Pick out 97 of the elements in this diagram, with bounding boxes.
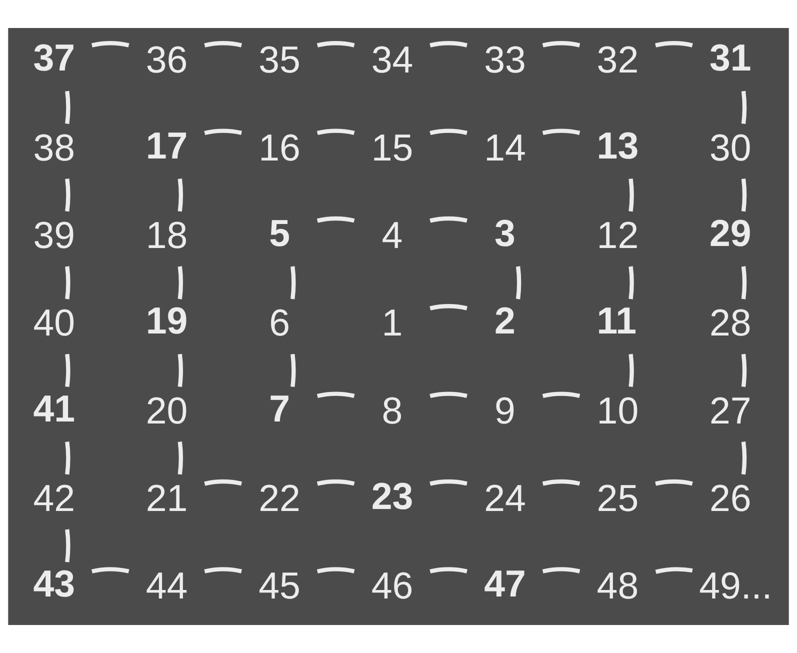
connector — [655, 567, 693, 574]
connector — [430, 216, 468, 223]
node-text: 5 — [269, 212, 290, 254]
connector — [655, 479, 693, 486]
connector — [92, 41, 130, 48]
node-text: 4 — [382, 214, 403, 256]
connector — [204, 41, 242, 48]
connector — [430, 304, 468, 310]
connector — [430, 41, 468, 48]
node-text: 29 — [710, 212, 752, 254]
connector — [741, 178, 747, 212]
connector — [741, 90, 747, 124]
node-text: 31 — [710, 36, 752, 79]
node-text: 20 — [146, 389, 188, 432]
node-text: 38 — [33, 126, 75, 168]
connector — [628, 266, 634, 300]
node-text: 17 — [146, 124, 188, 166]
connector — [178, 266, 183, 300]
node-text: 14 — [484, 126, 526, 168]
connector — [741, 442, 747, 475]
node-text: 12 — [596, 214, 639, 256]
connector — [542, 41, 580, 48]
node-text: 45 — [258, 564, 300, 607]
connector — [430, 567, 468, 574]
connector — [628, 178, 634, 212]
connector — [741, 266, 747, 300]
connector — [92, 567, 130, 574]
node-text: 23 — [371, 474, 414, 517]
node-text: 9 — [494, 389, 516, 432]
node-text: 8 — [382, 389, 403, 432]
node-text: 13 — [596, 124, 639, 166]
connector — [430, 392, 468, 398]
node-text: 1 — [382, 302, 403, 344]
connector — [316, 216, 355, 223]
node-text: 35 — [258, 38, 300, 81]
node-text: 2 — [494, 300, 516, 342]
node-text: 22 — [258, 477, 300, 520]
node-text: 19 — [146, 300, 188, 342]
connector — [430, 479, 468, 486]
connector — [204, 567, 242, 574]
node-text: 25 — [596, 477, 639, 520]
node-text: 37 — [33, 36, 75, 79]
connector — [516, 266, 522, 300]
node-text: 21 — [146, 477, 188, 520]
node-text: 3 — [494, 212, 516, 254]
node-text: 41 — [33, 387, 75, 430]
node-text: 11 — [596, 300, 637, 342]
node-text: 32 — [596, 38, 639, 81]
node-text: 16 — [258, 126, 300, 168]
node-text: 28 — [710, 302, 752, 344]
connector — [65, 442, 70, 475]
connector — [204, 479, 242, 486]
node-text: 7 — [269, 387, 290, 430]
connector — [290, 354, 296, 387]
connector — [65, 90, 70, 124]
connector — [316, 128, 355, 136]
node-text: 39 — [33, 214, 75, 256]
connector — [628, 354, 634, 387]
node-text: 40 — [33, 302, 75, 344]
node-text: 36 — [146, 38, 188, 81]
connector — [204, 128, 242, 136]
node-text: 26 — [710, 477, 752, 520]
connector — [65, 529, 70, 562]
node-text: 30 — [710, 126, 752, 168]
node-text: 10 — [596, 389, 639, 432]
node-text: 44 — [146, 564, 188, 607]
node-text: 49... — [699, 564, 772, 607]
connector — [316, 567, 355, 574]
connector — [65, 266, 70, 300]
node-text: 33 — [484, 38, 526, 81]
connector — [542, 567, 580, 574]
connector — [178, 442, 183, 475]
connector — [316, 392, 355, 398]
node-text: 24 — [484, 477, 526, 520]
node-text: 46 — [371, 564, 414, 607]
connector — [178, 178, 183, 212]
node-text: 18 — [146, 214, 188, 256]
node-text: 34 — [371, 38, 414, 81]
connector — [178, 354, 183, 387]
node-text: 27 — [710, 389, 752, 432]
connector — [430, 128, 468, 136]
connector — [65, 178, 70, 212]
connector — [655, 41, 693, 48]
connector — [542, 392, 580, 398]
connector — [542, 128, 580, 136]
node-text: 42 — [33, 477, 75, 520]
connector — [741, 354, 747, 387]
node-text: 47 — [484, 562, 526, 605]
connector — [542, 479, 580, 486]
connector — [290, 266, 296, 300]
node-text: 6 — [269, 302, 290, 344]
node-text: 43 — [33, 562, 75, 605]
node-text: 15 — [371, 126, 414, 168]
connector — [316, 41, 355, 48]
connector — [65, 354, 70, 387]
node-text: 48 — [596, 564, 639, 607]
connector — [316, 479, 355, 486]
